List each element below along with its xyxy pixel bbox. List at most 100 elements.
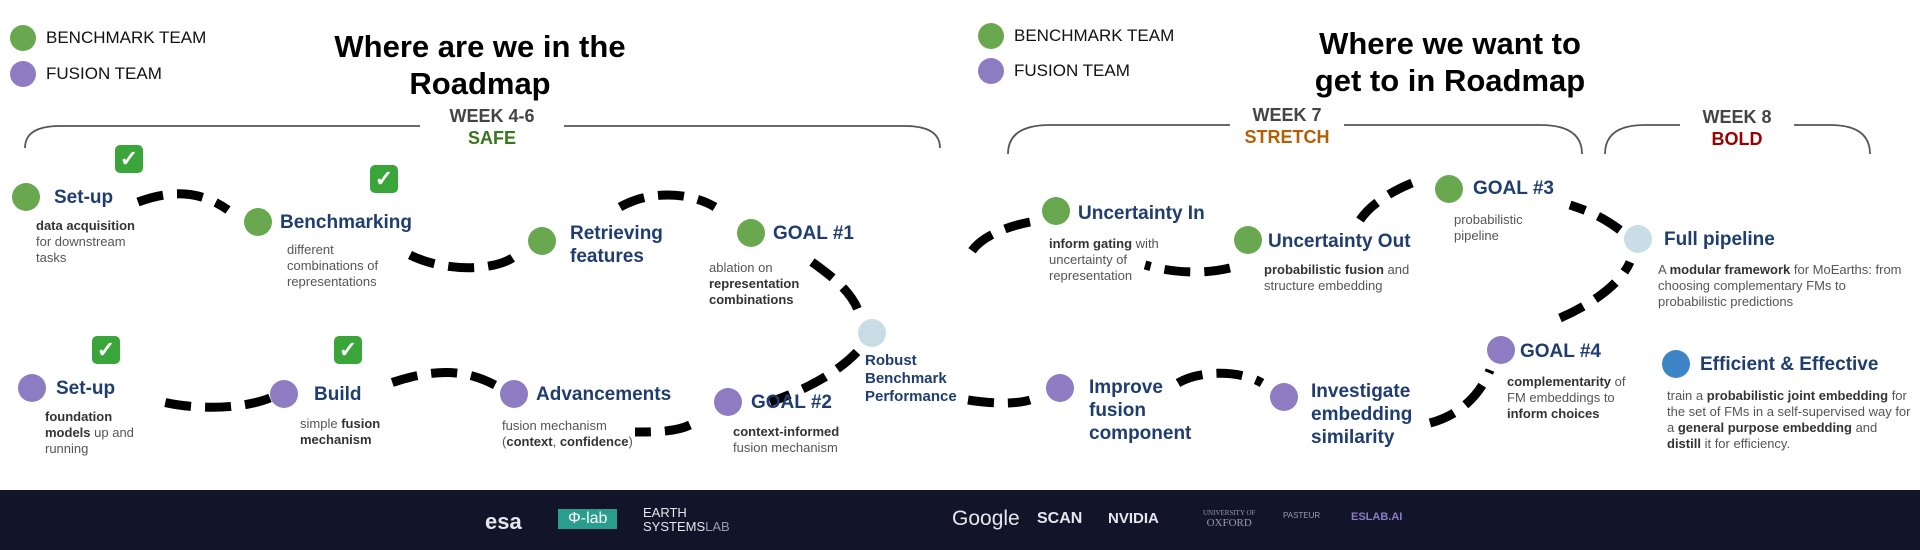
desc-text: up and running (45, 425, 134, 456)
logo-text: LAB (705, 519, 730, 534)
desc-bold: distill (1667, 436, 1701, 451)
path-uin-to-robust (963, 217, 1031, 261)
path-uout-to-uin (1143, 260, 1232, 277)
node-desc-benchmarking: different combinations of representation… (287, 242, 397, 290)
node-title-build: Build (314, 384, 362, 405)
legend-dot-fusion (978, 58, 1004, 84)
week-tag: SAFE (467, 128, 516, 148)
node-title-uncertainty-in: Uncertainty In (1078, 203, 1205, 224)
node-title-retrieving: Retrieving features (570, 222, 663, 268)
logo-eslab: ESLAB.AI (1351, 511, 1403, 523)
legend-fusion-left: FUSION TEAM (10, 61, 162, 87)
node-title-uncertainty-out: Uncertainty Out (1268, 231, 1411, 252)
path-retrieving-to-goal1 (617, 190, 718, 211)
logo-text: EARTH (643, 505, 687, 520)
node-dot-goal3 (1435, 175, 1463, 203)
node-title-advancements: Advancements (536, 384, 672, 405)
node-dot-full-pipeline (1624, 225, 1652, 253)
path-advancements-to-build (383, 367, 498, 390)
logo-earth-systems-lab: EARTH SYSTEMSLAB (643, 506, 730, 534)
node-title-fusion-setup: Set-up (56, 378, 116, 399)
path-investigate-to-goal4 (1428, 368, 1495, 428)
desc-text: A (1658, 262, 1666, 277)
logo-esa: esa (485, 509, 522, 534)
node-dot-build (270, 380, 298, 408)
desc-bold: probabilistic joint embedding (1706, 388, 1889, 403)
logo-pasteur: PASTEUR (1283, 511, 1321, 520)
desc-bold: inform gating (1049, 236, 1133, 251)
desc-text: different combinations of representation… (287, 242, 379, 289)
path-robust-to-improve (967, 395, 1032, 408)
path-robust-to-goal2 (768, 348, 861, 407)
node-title-goal3: GOAL #3 (1473, 178, 1554, 199)
legend-dot-benchmark (10, 25, 36, 51)
node-dot-efficient (1662, 350, 1690, 378)
path-improve-to-investigate (1175, 368, 1265, 387)
desc-text: for the set of FMs in a self-supervised … (1667, 388, 1911, 435)
node-dot-uncertainty-in (1042, 197, 1070, 225)
node-title-investigate: Investigate embedding similarity (1311, 381, 1413, 448)
path-goal4-to-full (1558, 259, 1635, 323)
node-dot-retrieving (528, 227, 556, 255)
title-line: features (570, 246, 644, 267)
node-title-goal1: GOAL #1 (773, 223, 854, 244)
node-dot-robust (858, 319, 886, 347)
logo-phi-lab: Φ-lab (558, 509, 618, 529)
desc-text: with uncertainty of representation (1049, 236, 1159, 283)
desc-text: and structure embedding (1264, 262, 1410, 293)
legend-label: FUSION TEAM (1014, 61, 1130, 80)
path-goal2-to-advancements (634, 420, 692, 437)
desc-text: of FM embeddings to (1507, 374, 1626, 405)
path-benchmark-setup-to-benchmarking (136, 189, 231, 214)
desc-bold: foundation models (45, 409, 113, 440)
node-desc-uncertainty-in: inform gating with uncertainty of repres… (1049, 236, 1179, 284)
legend-label: BENCHMARK TEAM (1014, 26, 1175, 45)
desc-bold: representation combinations (709, 276, 800, 307)
logo-oxford: UNIVERSITY OF OXFORD (1203, 508, 1255, 529)
node-desc-full-pipeline: A modular framework for MoEarths: from c… (1658, 262, 1908, 310)
legend-dot-fusion (10, 61, 36, 87)
path-goal1-to-robust (809, 258, 863, 312)
roadmap-paths (24, 124, 1871, 437)
desc-bold: complementarity (1507, 374, 1612, 389)
desc-text: ablation on (709, 260, 773, 275)
desc-text: train a (1667, 388, 1704, 403)
node-desc-goal4: complementarity of FM embeddings to info… (1507, 374, 1637, 422)
node-title-improve: Improve fusion component (1089, 377, 1192, 444)
heading-left-line1: Where are we in the (334, 29, 626, 64)
node-title-full-pipeline: Full pipeline (1664, 229, 1775, 250)
logo-nvidia: NVIDIA (1108, 510, 1159, 527)
path-benchmarking-to-retrieving (407, 247, 525, 273)
legend-label: BENCHMARK TEAM (46, 28, 207, 47)
heading-left-line2: Roadmap (409, 66, 551, 101)
desc-bold: probabilistic fusion (1264, 262, 1384, 277)
desc-text: probabilistic pipeline (1454, 212, 1523, 243)
week-label: WEEK 8 (1702, 107, 1772, 127)
desc-bold: fusion mechanism (300, 416, 381, 447)
desc-bold: data acquisition (36, 218, 135, 233)
desc-text: and (1855, 420, 1878, 435)
node-dot-benchmark-setup (12, 183, 40, 211)
week-tag: BOLD (1711, 129, 1763, 149)
legend-benchmark-left: BENCHMARK TEAM (10, 25, 206, 51)
node-desc-advancements: fusion mechanism(context, confidence) (502, 418, 662, 450)
logo-google: Google (952, 507, 1020, 530)
desc-text: simple (300, 416, 338, 431)
node-dot-investigate (1270, 383, 1298, 411)
legend-dot-benchmark (978, 23, 1004, 49)
node-dot-uncertainty-out (1234, 226, 1262, 254)
desc-bold: context-informed (733, 424, 840, 439)
node-title-efficient: Efficient & Effective (1700, 354, 1879, 375)
title-line: Retrieving (570, 223, 663, 244)
desc-text: ( (502, 434, 507, 449)
node-title-benchmark-setup: Set-up (54, 187, 114, 208)
check-icon: ✓ (115, 145, 143, 173)
path-build-to-setup (153, 393, 272, 412)
legend-benchmark-right: BENCHMARK TEAM (978, 23, 1174, 49)
check-icon: ✓ (370, 165, 398, 193)
desc-text: fusion mechanism (733, 440, 838, 455)
node-title-goal4: GOAL #4 (1520, 341, 1601, 362)
heading-right-line2: get to in Roadmap (1314, 63, 1586, 98)
logo-text: SYSTEMS (643, 519, 706, 534)
node-dot-improve (1046, 374, 1074, 402)
